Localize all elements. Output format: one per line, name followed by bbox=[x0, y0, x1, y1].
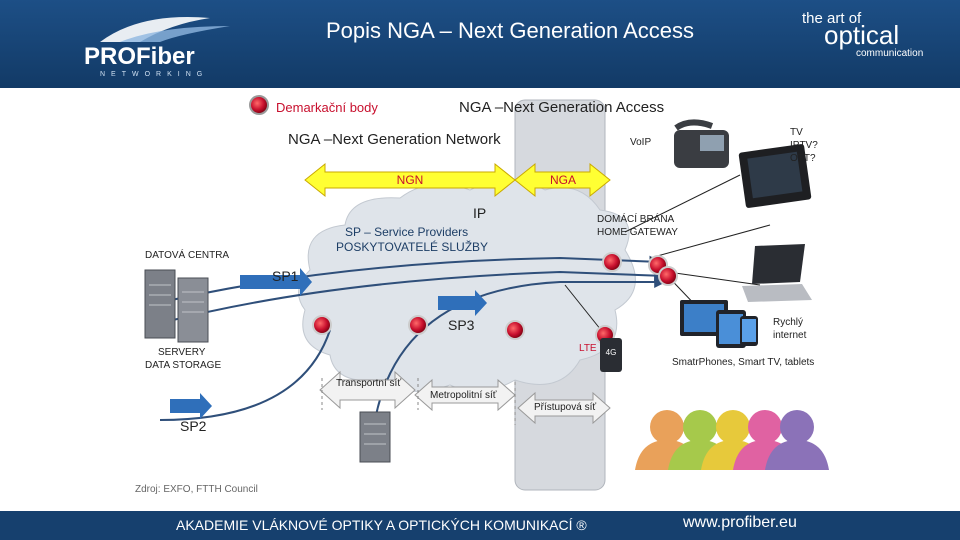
transport-label: Transportní síť bbox=[336, 378, 402, 389]
sp-line1: SP – Service Providers bbox=[345, 225, 469, 239]
sp1-label: SP1 bbox=[272, 268, 299, 284]
page-title: Popis NGA – Next Generation Access bbox=[325, 18, 695, 43]
mobile-4g-icon bbox=[600, 338, 622, 372]
demarcation-legend-label: Demarkační body bbox=[276, 100, 378, 115]
ip-label: IP bbox=[473, 205, 487, 221]
servers-line1: SERVERY bbox=[158, 347, 206, 358]
access-arrow bbox=[517, 391, 611, 425]
link-to-phone bbox=[624, 174, 741, 233]
demarcation-point bbox=[602, 252, 622, 272]
footer-bar bbox=[0, 511, 960, 540]
demarcation-point bbox=[658, 266, 678, 286]
source-note: Zdroj: EXFO, FTTH Council bbox=[135, 484, 258, 495]
brand-line3: communication bbox=[856, 48, 923, 59]
transport-arrow bbox=[319, 370, 416, 410]
sp3-arrow bbox=[438, 290, 487, 316]
server-icon bbox=[359, 411, 391, 463]
servers-line2: DATA STORAGE bbox=[145, 360, 222, 371]
header-bar bbox=[0, 0, 960, 88]
link-to-laptop bbox=[667, 271, 761, 286]
ngn-arrow-label: NGN bbox=[397, 173, 424, 187]
demarcation-point bbox=[408, 315, 428, 335]
voip-label: VoIP bbox=[630, 137, 652, 148]
ngn-title: NGA –Next Generation Network bbox=[288, 131, 501, 148]
sp1-flow-line-2 bbox=[164, 269, 667, 323]
tv-line3: OTT? bbox=[790, 153, 816, 164]
tv-line1: TV bbox=[790, 127, 803, 138]
metro-label: Metropolitní síť bbox=[430, 390, 497, 401]
internet-line1: Rychlý bbox=[773, 317, 804, 328]
sp-line2: POSKYTOVATELÉ SLUŽBY bbox=[336, 240, 489, 254]
logo-text: PROFiber bbox=[84, 43, 195, 70]
sp2-flow-line bbox=[159, 329, 331, 421]
nga-arrow bbox=[514, 162, 611, 198]
footer-academy: AKADEMIE VLÁKNOVÉ OPTIKY A OPTICKÝCH KOM… bbox=[176, 517, 587, 533]
people-icon bbox=[635, 410, 829, 470]
brand-mark: the art of optical communication bbox=[802, 10, 923, 59]
datacenters-label: DATOVÁ CENTRA bbox=[145, 250, 230, 261]
demarcation-point bbox=[312, 315, 332, 335]
profiber-logo: PROFiber NETWORKING bbox=[84, 17, 230, 78]
brand-line1: the art of bbox=[802, 10, 862, 27]
footer-website[interactable]: www.profiber.eu bbox=[683, 514, 797, 531]
demarcation-point bbox=[505, 320, 525, 340]
sp3-label: SP3 bbox=[448, 317, 475, 333]
tv-line2: IPTV? bbox=[790, 140, 818, 151]
nga-arrow-label: NGA bbox=[550, 173, 576, 187]
devices-icon bbox=[680, 300, 758, 348]
badge-4g: 4G bbox=[606, 348, 617, 357]
lte-label: LTE bbox=[579, 343, 597, 354]
nga-title: NGA –Next Generation Access bbox=[459, 99, 665, 116]
logo-subtext: NETWORKING bbox=[100, 71, 208, 78]
laptop-icon bbox=[742, 244, 812, 302]
sp2-arrow bbox=[170, 393, 212, 419]
access-label: Přístupová síť bbox=[534, 402, 597, 413]
demarcation-legend-dot bbox=[249, 95, 269, 115]
tv-icon bbox=[738, 144, 812, 208]
phone-icon bbox=[674, 119, 729, 168]
server-rack-icon bbox=[144, 269, 209, 343]
gateway-line2: HOME GATEWAY bbox=[597, 227, 678, 238]
nga-diagram: NGN NGA bbox=[144, 95, 829, 491]
link-to-lte bbox=[564, 284, 606, 336]
sp1-arrow bbox=[240, 268, 312, 296]
gateway-line1: DOMÁCÍ BRÁNA bbox=[597, 214, 675, 225]
devices-label: SmatrPhones, Smart TV, tablets bbox=[672, 357, 815, 368]
brand-line2: optical bbox=[824, 20, 899, 50]
link-to-tv bbox=[649, 224, 771, 259]
internet-line2: internet bbox=[773, 330, 807, 341]
sp2-label: SP2 bbox=[180, 418, 207, 434]
